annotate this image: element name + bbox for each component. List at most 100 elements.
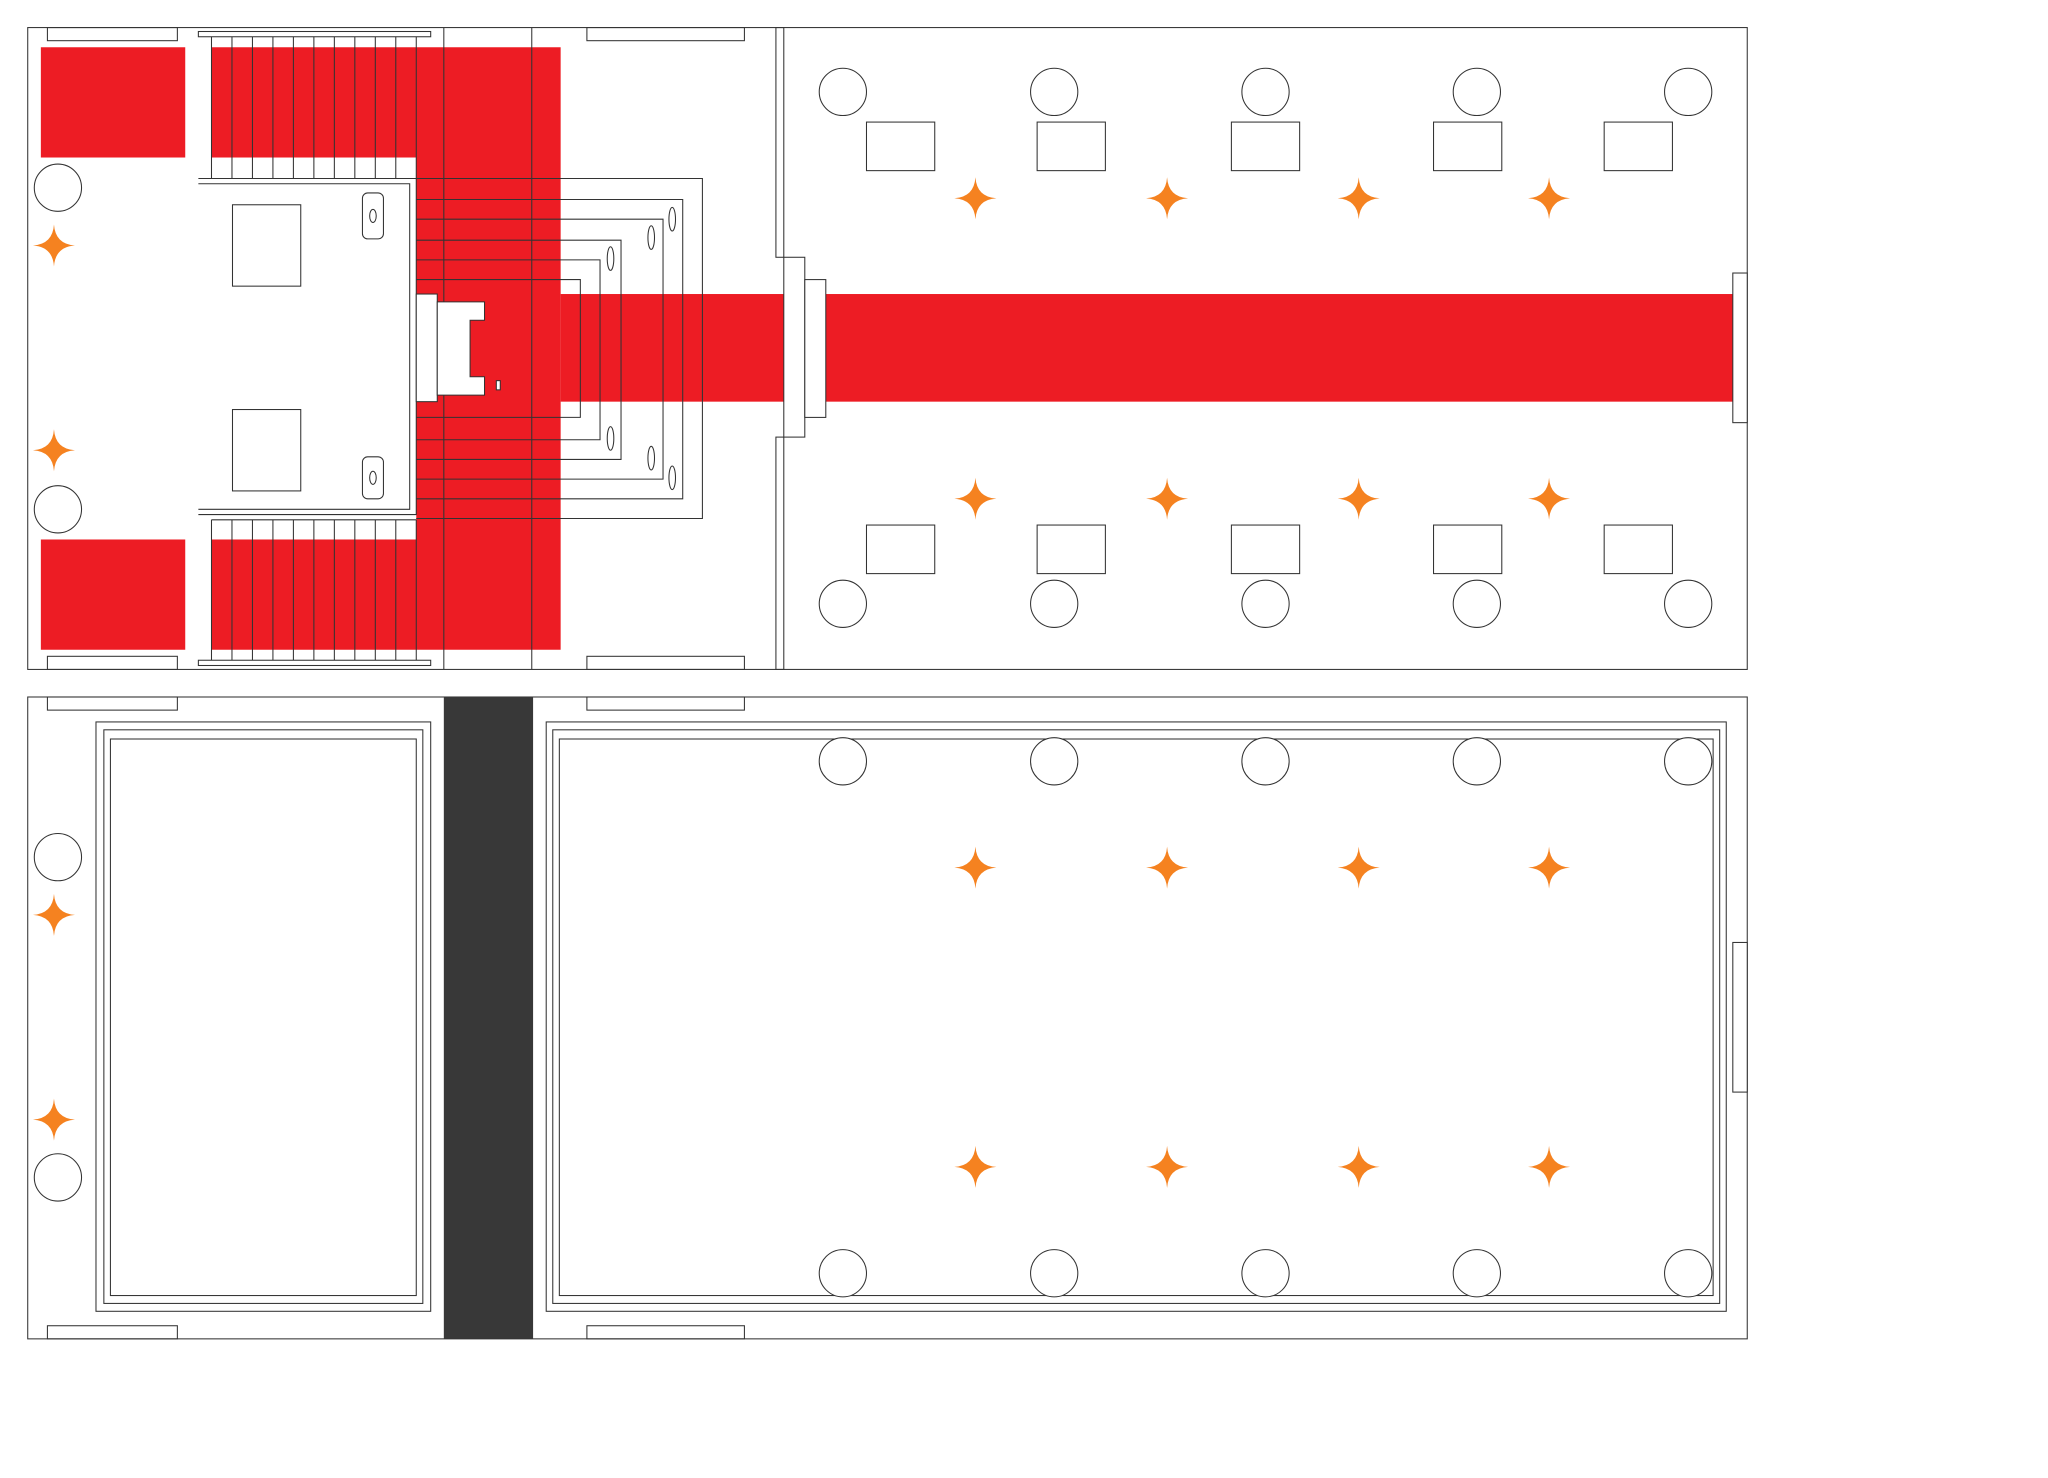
lower-plan [27,696,1748,1340]
basin-icon [369,208,377,224]
column-icon [1030,737,1079,786]
altar-step [416,218,664,480]
altar-step [416,279,581,418]
upper-plan [27,27,1748,670]
door-mark [46,27,178,42]
room-right-mid [552,729,1721,1304]
altar-base [415,293,438,403]
carpet-bottom-left [40,539,186,650]
column-icon [818,579,868,628]
column-icon [1030,67,1079,117]
font-basin [361,192,384,240]
stair-rail [197,30,432,38]
light-star-icon [954,477,997,520]
door-mark [586,1325,745,1340]
column-icon [1452,1249,1502,1298]
column-icon [33,1153,83,1202]
column-icon [1241,737,1290,786]
column-icon [33,163,83,212]
altar [436,301,486,396]
table [1603,121,1673,172]
room-left-inner [109,738,417,1297]
table [1433,524,1503,575]
altar-step [416,259,601,441]
column-icon [1452,67,1502,117]
altar-step [416,177,703,520]
room-right-inner [558,738,1714,1297]
door-frame [783,256,806,438]
end-door [1732,272,1748,424]
table [865,524,936,575]
dark-strip [443,696,534,1339]
stair-rail [197,659,432,667]
column-icon [1664,1249,1713,1298]
door-mark [46,696,178,711]
table [1603,524,1673,575]
light-star-icon [954,177,997,220]
column-icon [1030,579,1079,628]
door-mark [46,655,178,670]
light-star-icon [32,224,75,267]
light-star-icon [1528,846,1571,889]
column-icon [1241,67,1290,117]
light-star-icon [1146,1145,1189,1188]
light-star-icon [1337,177,1380,220]
light-star-icon [954,1145,997,1188]
light-star-icon [1146,177,1189,220]
room-left-mid [103,729,424,1304]
column-icon [818,737,868,786]
end-door [1732,941,1748,1093]
inner-room [198,183,411,510]
font-basin [361,456,384,500]
altar-step [416,198,684,500]
column-icon [1452,737,1502,786]
divider-wall [775,436,785,670]
table [231,204,302,287]
door-mark [46,1325,178,1340]
column-icon [33,832,83,882]
light-star-icon [1337,1145,1380,1188]
door-leaf [804,279,827,418]
candle-icon [606,246,615,271]
candle-icon [668,206,677,232]
column-icon [1241,1249,1290,1298]
door-mark [586,655,745,670]
candle-icon [668,465,677,491]
door-mark [586,27,745,42]
carpet-top-left [40,47,186,158]
table [231,409,302,492]
light-star-icon [1146,846,1189,889]
light-star-icon [1337,846,1380,889]
column-icon [1664,579,1713,628]
room-right-outer [545,721,1727,1312]
light-star-icon [1528,477,1571,520]
table [1230,121,1301,172]
room-left-outer [95,721,432,1312]
column-icon [818,67,868,117]
table [1036,121,1106,172]
light-star-icon [32,893,75,936]
outer-wall [27,696,1748,1340]
table [1036,524,1106,575]
candle-icon [647,445,656,471]
column-icon [1030,1249,1079,1298]
altar-mark [495,380,501,391]
light-star-icon [954,846,997,889]
light-star-icon [1146,477,1189,520]
divider-wall [775,27,785,258]
column-icon [1664,737,1713,786]
column-icon [1664,67,1713,117]
light-star-icon [1528,1145,1571,1188]
light-star-icon [32,429,75,472]
column-icon [1241,579,1290,628]
light-star-icon [32,1098,75,1141]
column-icon [818,1249,868,1298]
candle-icon [647,225,656,250]
column-icon [1452,579,1502,628]
altar-step [416,239,622,460]
carpet-aisle [560,294,1733,402]
candle-icon [606,426,615,451]
door-mark [586,696,745,711]
basin-icon [369,470,377,485]
